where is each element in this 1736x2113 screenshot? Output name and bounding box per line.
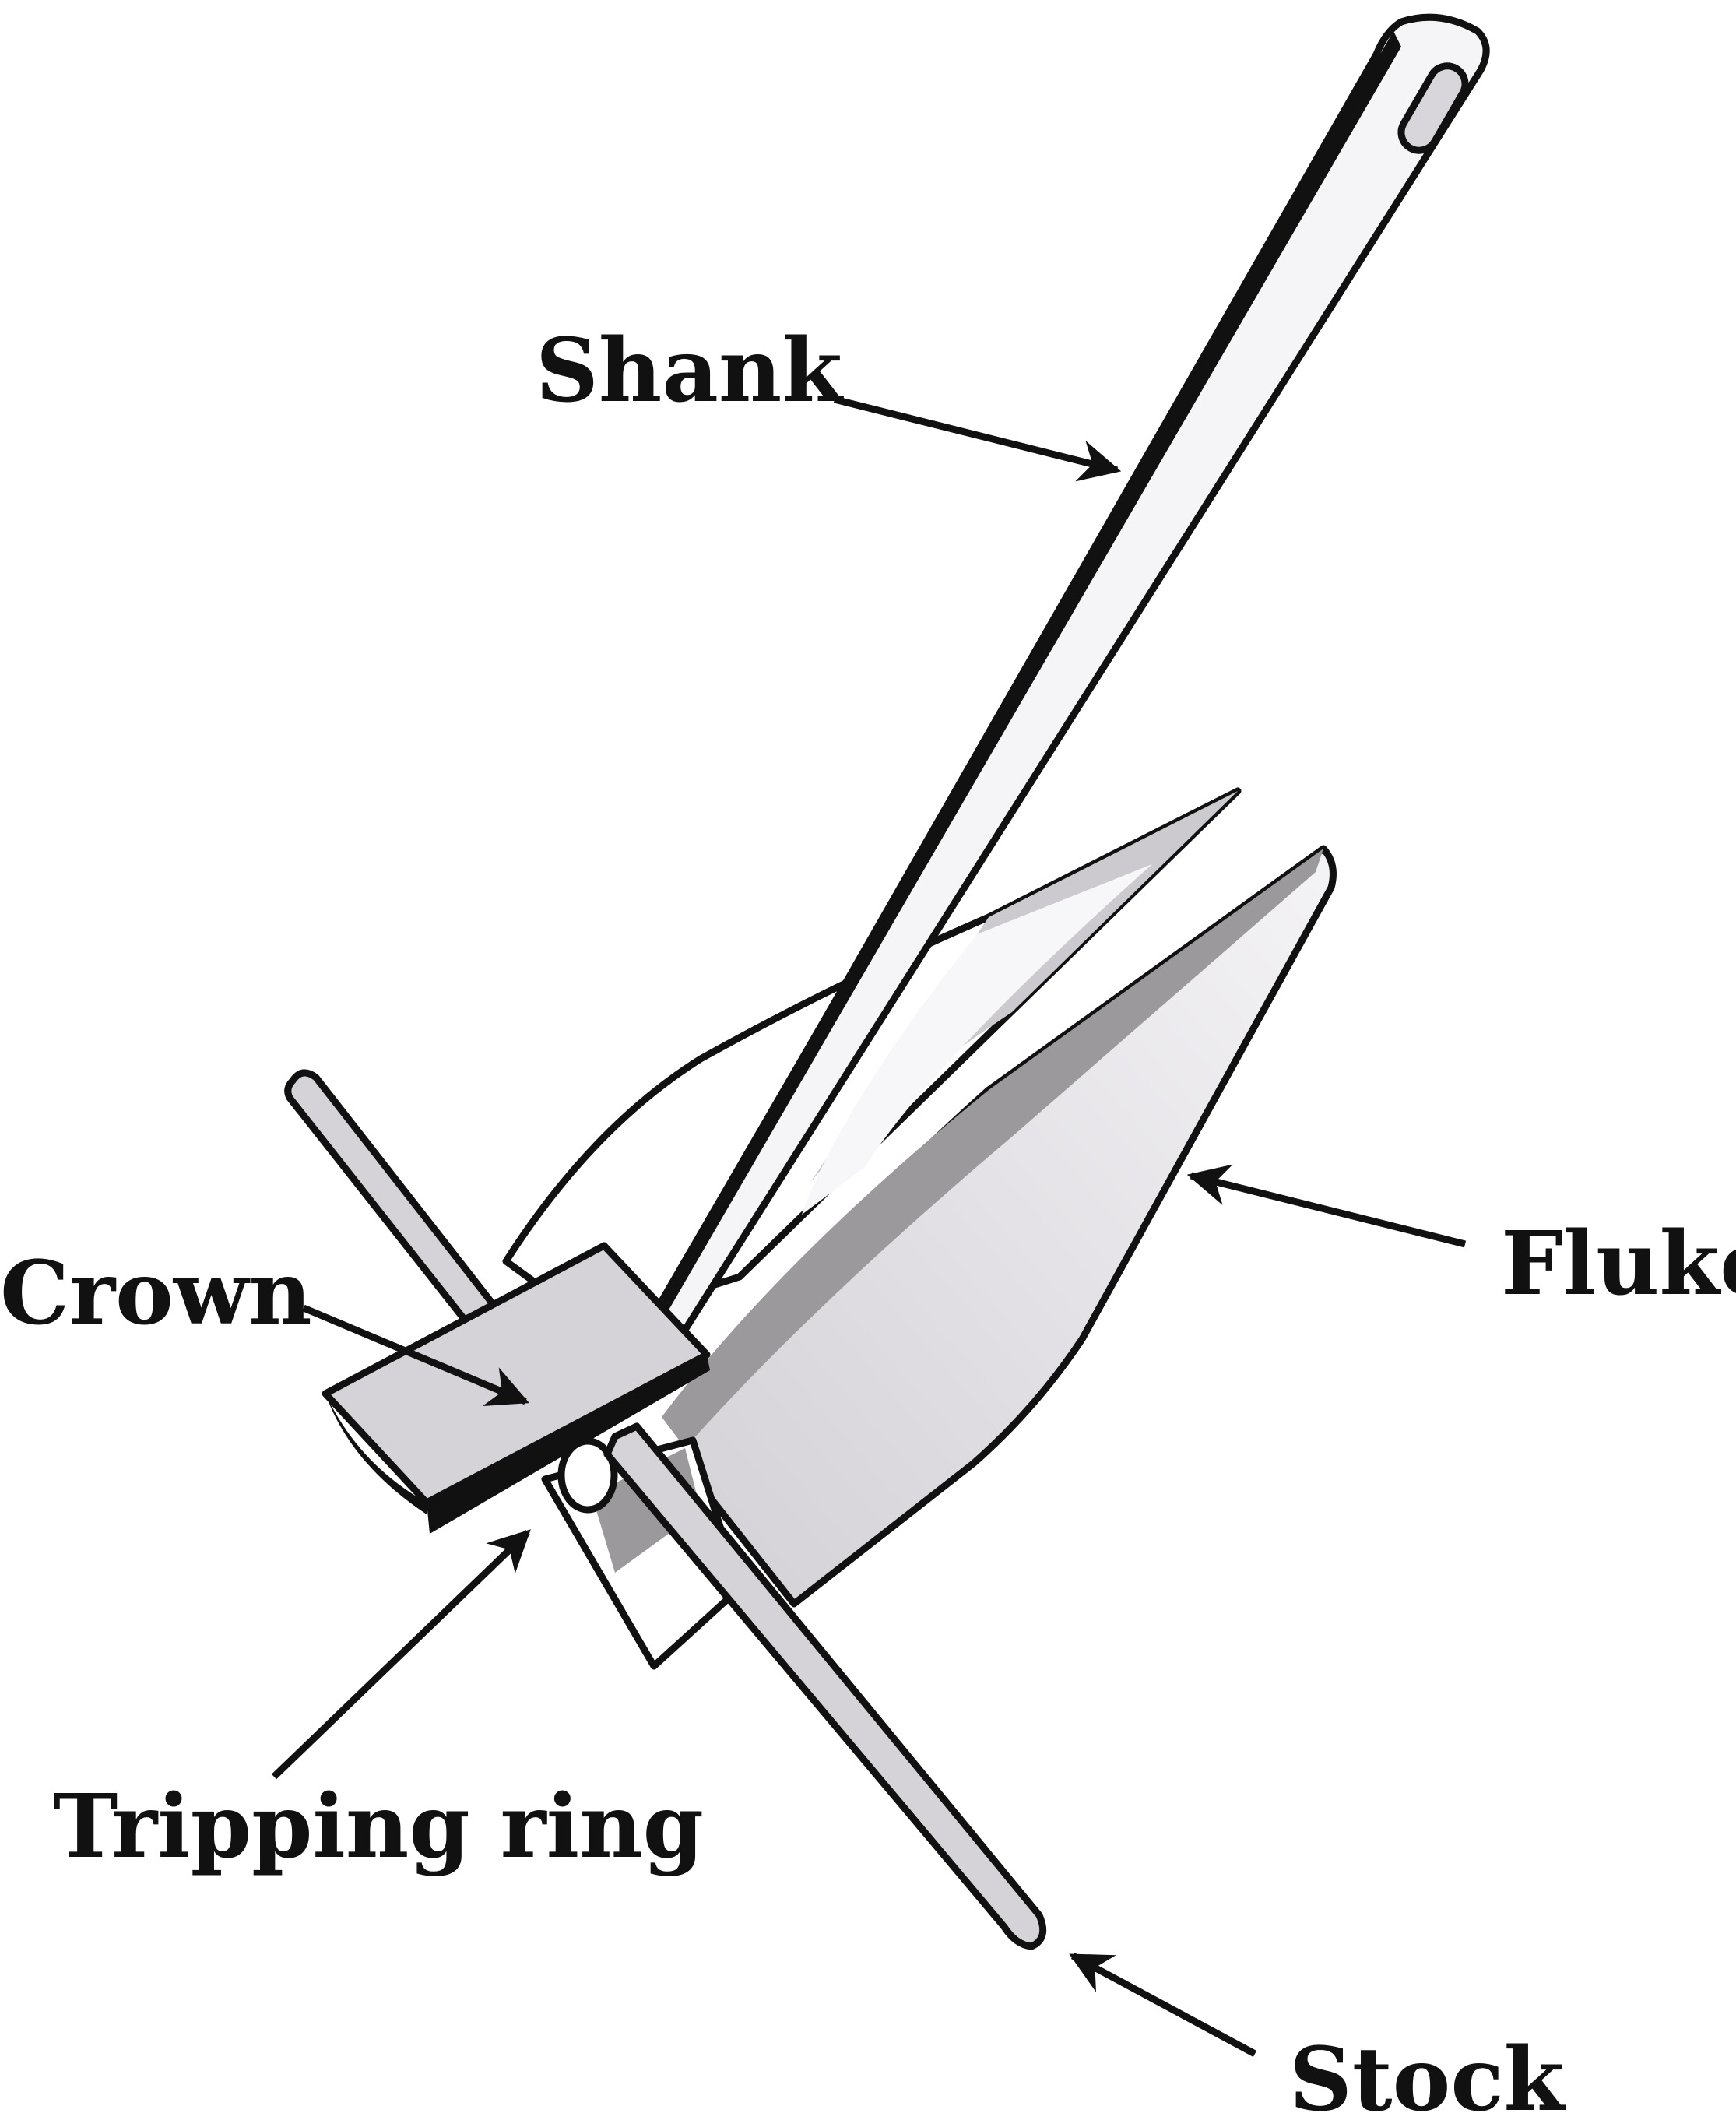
label-tripping-ring: Tripping ring	[53, 1776, 704, 1878]
tripping-ring-arrow	[271, 1529, 531, 1780]
crown-arrow	[302, 1304, 529, 1407]
front-fluke	[662, 845, 1337, 1608]
label-crown: Crown	[0, 1243, 312, 1345]
stock-lower-arm	[603, 1422, 1047, 1950]
stock-arrow	[1069, 1953, 1257, 2057]
shank-bar	[650, 13, 1490, 1334]
shank-arrow	[833, 396, 1122, 482]
fluke-arrow	[1186, 1164, 1467, 1248]
label-stock: Stock	[1289, 2029, 1566, 2113]
shank-eye-slot	[1397, 62, 1469, 154]
callout-arrows	[271, 396, 1467, 2057]
label-fluke: Fluke	[1501, 1213, 1736, 1315]
label-shank: Shank	[536, 320, 844, 422]
